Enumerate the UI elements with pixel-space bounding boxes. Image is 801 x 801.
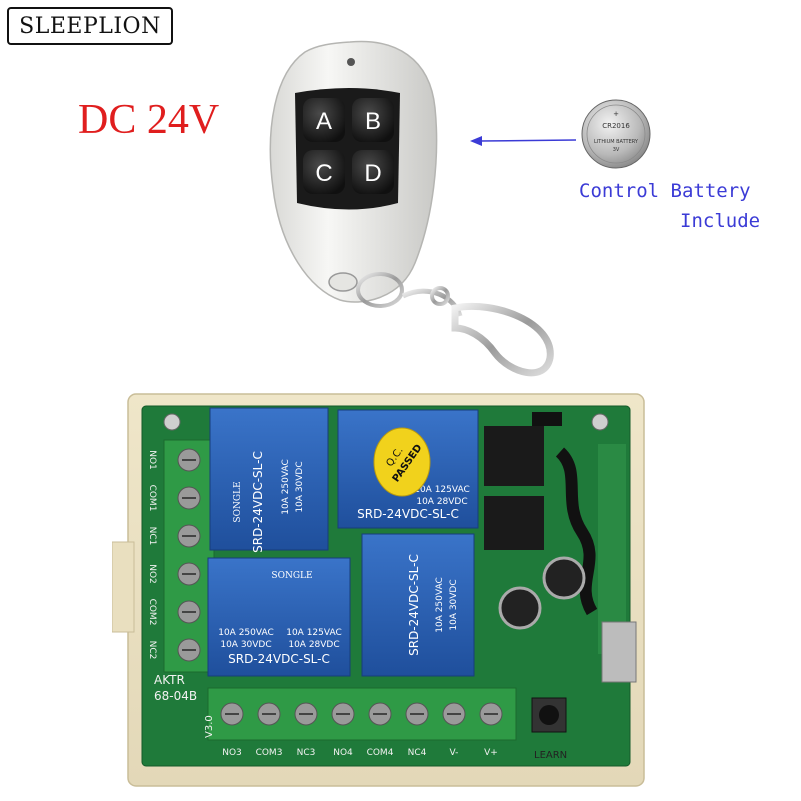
- remote-control: A B C D: [269, 40, 554, 377]
- crystal: [601, 621, 637, 683]
- enclosure-tab: [112, 541, 135, 633]
- led-indicator: [347, 58, 355, 66]
- svg-text:+: +: [613, 110, 619, 118]
- keychain-clasp-icon: [356, 272, 554, 377]
- board-model-line1: AKTR: [154, 673, 185, 687]
- button-c-label: C: [315, 160, 332, 187]
- ic-chip-1: [484, 426, 544, 486]
- button-a: [303, 98, 345, 142]
- terminal-com4: COM4: [367, 748, 394, 758]
- ic-chip-2: [484, 496, 544, 550]
- battery-caption-line1: Control Battery: [579, 180, 751, 202]
- learn-button-cap: [539, 705, 559, 725]
- bottom-terminal-block: [207, 687, 517, 741]
- relay-1: SRD-24VDC-SL-C 10A 250VAC 10A 30VDC SONG…: [209, 407, 329, 553]
- learn-label: LEARN: [534, 750, 568, 761]
- terminal-v-plus: V+: [484, 748, 498, 758]
- button-d-label: D: [364, 160, 381, 187]
- terminal-nc3: NC3: [297, 748, 316, 758]
- capacitor-2: [498, 586, 542, 630]
- relay-4-model: SRD-24VDC-SL-C: [407, 554, 421, 656]
- dip-component: [532, 412, 562, 426]
- button-c: [303, 150, 345, 194]
- terminal-nc4: NC4: [408, 748, 427, 758]
- brand-label: SLEEPLION: [7, 7, 173, 45]
- terminal-nc2: NC2: [147, 641, 157, 660]
- terminal-no3: NO3: [222, 748, 242, 758]
- left-terminal-block: [163, 439, 215, 673]
- relay-4-rating: 10A 250VAC: [435, 577, 445, 633]
- key-hole: [328, 272, 358, 292]
- remote-buttons: A B C D: [303, 98, 394, 194]
- relay-1-rating-a: 10A 250VAC: [281, 459, 291, 515]
- coin-model: CR2016: [602, 122, 630, 130]
- terminal-nc1: NC1: [147, 527, 157, 546]
- relay-2-rating-b: 10A 28VDC: [416, 497, 467, 507]
- terminal-com1: COM1: [147, 485, 157, 512]
- button-a-label: A: [316, 108, 332, 135]
- coin-voltage: 3V: [613, 147, 620, 153]
- coin-type: LITHIUM BATTERY: [594, 139, 639, 145]
- relay-3-rating-a: 10A 250VAC: [218, 628, 274, 638]
- relay-2: SRD-24VDC-SL-C 10A 125VAC 10A 28VDC Q.C.…: [337, 409, 479, 529]
- arrow-left-icon: [470, 136, 577, 146]
- relay-1-model: SRD-24VDC-SL-C: [251, 451, 265, 553]
- button-d: [352, 150, 394, 194]
- relay-3-brand: SONGLE: [271, 571, 312, 581]
- terminal-com2: COM2: [147, 599, 157, 626]
- coin-battery: + CR2016 LITHIUM BATTERY 3V: [581, 99, 651, 169]
- board-model-line2: 68-04B: [154, 689, 197, 703]
- terminal-v-minus: V-: [450, 748, 459, 758]
- relay-4-rating-b: 10A 30VDC: [449, 579, 459, 630]
- capacitor-1: [542, 556, 586, 600]
- antenna-coil: [555, 447, 598, 616]
- button-b-label: B: [365, 108, 381, 135]
- terminal-com3: COM3: [256, 748, 283, 758]
- terminal-no1: NO1: [147, 450, 157, 470]
- button-b: [352, 98, 394, 142]
- relay-4: SRD-24VDC-SL-C 10A 250VAC 10A 30VDC: [361, 533, 475, 677]
- rf-module: [598, 444, 626, 654]
- relay-3-rating-b: 10A 30VDC: [220, 640, 271, 650]
- board-version: V3.0: [204, 715, 215, 738]
- terminal-no4: NO4: [333, 748, 353, 758]
- left-terminal-screws: [177, 448, 201, 662]
- relay-3: SRD-24VDC-SL-C 10A 250VAC 10A 30VDC 10A …: [207, 557, 351, 677]
- relay-1-brand: SONGLE: [233, 481, 243, 522]
- qc-passed-sticker: Q.C. PASSED: [373, 427, 431, 497]
- relay-3-rating-d: 10A 28VDC: [288, 640, 339, 650]
- relay-2-rating: 10A 125VAC: [414, 485, 470, 495]
- terminal-no2: NO2: [147, 564, 157, 584]
- relay-1-rating-b: 10A 30VDC: [295, 461, 305, 512]
- receiver-board: SRD-24VDC-SL-C 10A 250VAC 10A 30VDC SONG…: [112, 393, 645, 787]
- relay-3-model: SRD-24VDC-SL-C: [228, 652, 330, 666]
- relay-3-rating-c: 10A 125VAC: [286, 628, 342, 638]
- bottom-terminal-screws: [220, 702, 503, 726]
- relay-2-model: SRD-24VDC-SL-C: [357, 507, 459, 521]
- battery-caption-line2: Include: [680, 210, 761, 232]
- voltage-label: DC 24V: [78, 97, 220, 143]
